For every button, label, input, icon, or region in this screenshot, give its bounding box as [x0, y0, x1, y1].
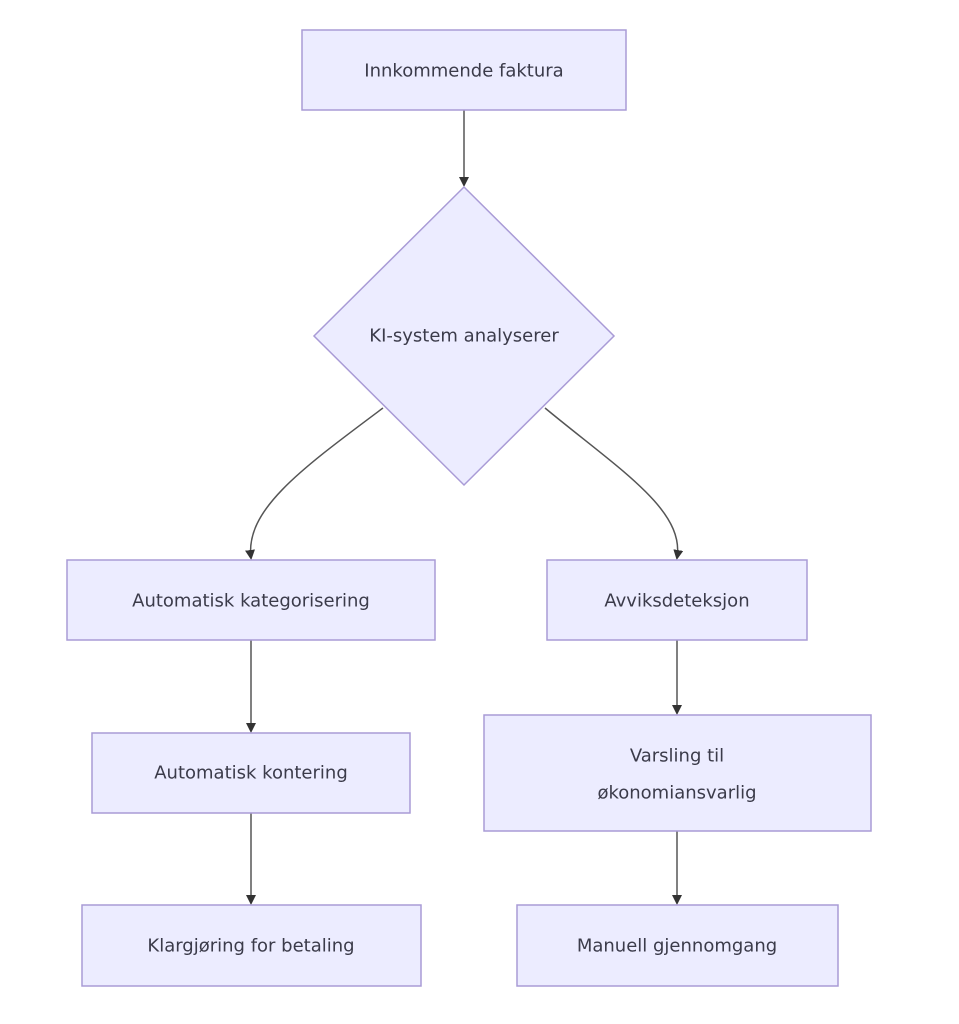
node-automatic-categorization[interactable]: Automatisk kategorisering: [66, 559, 436, 641]
node-incoming-invoice[interactable]: Innkommende faktura: [301, 29, 627, 111]
node-label: Klargjøring for betaling: [147, 936, 354, 957]
node-automatic-posting[interactable]: Automatisk kontering: [91, 732, 411, 814]
node-manual-review[interactable]: Manuell gjennomgang: [516, 904, 839, 987]
nodes-layer: Innkommende faktura KI-system analyserer…: [66, 29, 872, 987]
node-label: Automatisk kategorisering: [132, 591, 370, 612]
decision-diamond: [312, 185, 616, 487]
node-box: [546, 559, 808, 641]
node-notify-finance-manager[interactable]: Varsling til økonomiansvarlig: [483, 714, 872, 832]
node-prepare-payment[interactable]: Klargjøring for betaling: [81, 904, 422, 987]
node-box: [483, 714, 872, 832]
node-label-line-1: Varsling til: [630, 746, 724, 767]
node-label: Manuell gjennomgang: [577, 936, 777, 957]
node-box: [66, 559, 436, 641]
node-label-line-2: økonomiansvarlig: [597, 783, 756, 804]
node-label: Automatisk kontering: [154, 763, 348, 784]
node-deviation-detection[interactable]: Avviksdeteksjon: [546, 559, 808, 641]
node-box: [301, 29, 627, 111]
node-box: [516, 904, 839, 987]
node-box: [81, 904, 422, 987]
node-box: [91, 732, 411, 814]
node-label: KI-system analyserer: [369, 326, 559, 347]
edge-ai-to-categorize: [245, 407, 384, 560]
edge-ai-to-deviation: [544, 407, 684, 560]
edges-layer: [245, 110, 684, 905]
node-label: Innkommende faktura: [364, 61, 563, 82]
node-label: Avviksdeteksjon: [604, 591, 749, 612]
node-ai-analysis-decision[interactable]: KI-system analyserer: [312, 185, 616, 487]
